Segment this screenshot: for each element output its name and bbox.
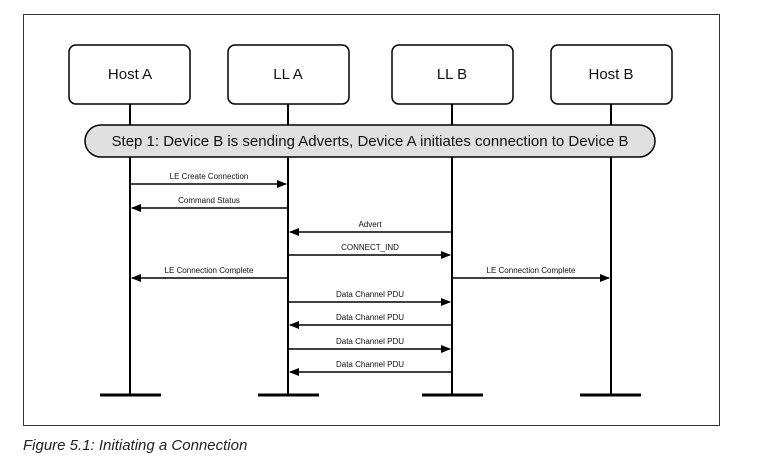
participant-host-a: Host A (68, 44, 191, 105)
message-label: LE Connection Complete (487, 266, 576, 275)
participant-label: LL A (273, 66, 302, 83)
message-label: LE Connection Complete (165, 266, 254, 275)
participant-ll-b: LL B (391, 44, 514, 105)
message-data-channel-pdu-3: Data Channel PDU (288, 337, 451, 353)
figure-caption: Figure 5.1: Initiating a Connection (23, 437, 248, 454)
message-data-channel-pdu-4: Data Channel PDU (289, 360, 452, 376)
message-label: Data Channel PDU (336, 313, 404, 322)
message-label: Advert (358, 220, 382, 229)
participant-label: LL B (437, 66, 467, 83)
message-label: Command Status (178, 196, 240, 205)
message-le-connection-complete-b: LE Connection Complete (452, 266, 610, 282)
message-label: LE Create Connection (170, 172, 249, 181)
step-banner: Step 1: Device B is sending Adverts, Dev… (84, 124, 656, 158)
message-le-connection-complete-a: LE Connection Complete (131, 266, 288, 282)
message-le-create-connection: LE Create Connection (130, 172, 287, 188)
message-data-channel-pdu-2: Data Channel PDU (289, 313, 452, 329)
message-command-status: Command Status (131, 196, 288, 212)
participant-label: Host B (588, 66, 633, 83)
participant-ll-a: LL A (227, 44, 350, 105)
message-label: Data Channel PDU (336, 360, 404, 369)
message-advert: Advert (289, 220, 452, 236)
participant-label: Host A (108, 66, 152, 83)
participant-host-b: Host B (550, 44, 673, 105)
message-label: Data Channel PDU (336, 290, 404, 299)
message-label: Data Channel PDU (336, 337, 404, 346)
message-label: CONNECT_IND (341, 243, 399, 252)
message-connect-ind: CONNECT_IND (288, 243, 451, 259)
message-data-channel-pdu-1: Data Channel PDU (288, 290, 451, 306)
step-banner-text: Step 1: Device B is sending Adverts, Dev… (112, 133, 629, 150)
